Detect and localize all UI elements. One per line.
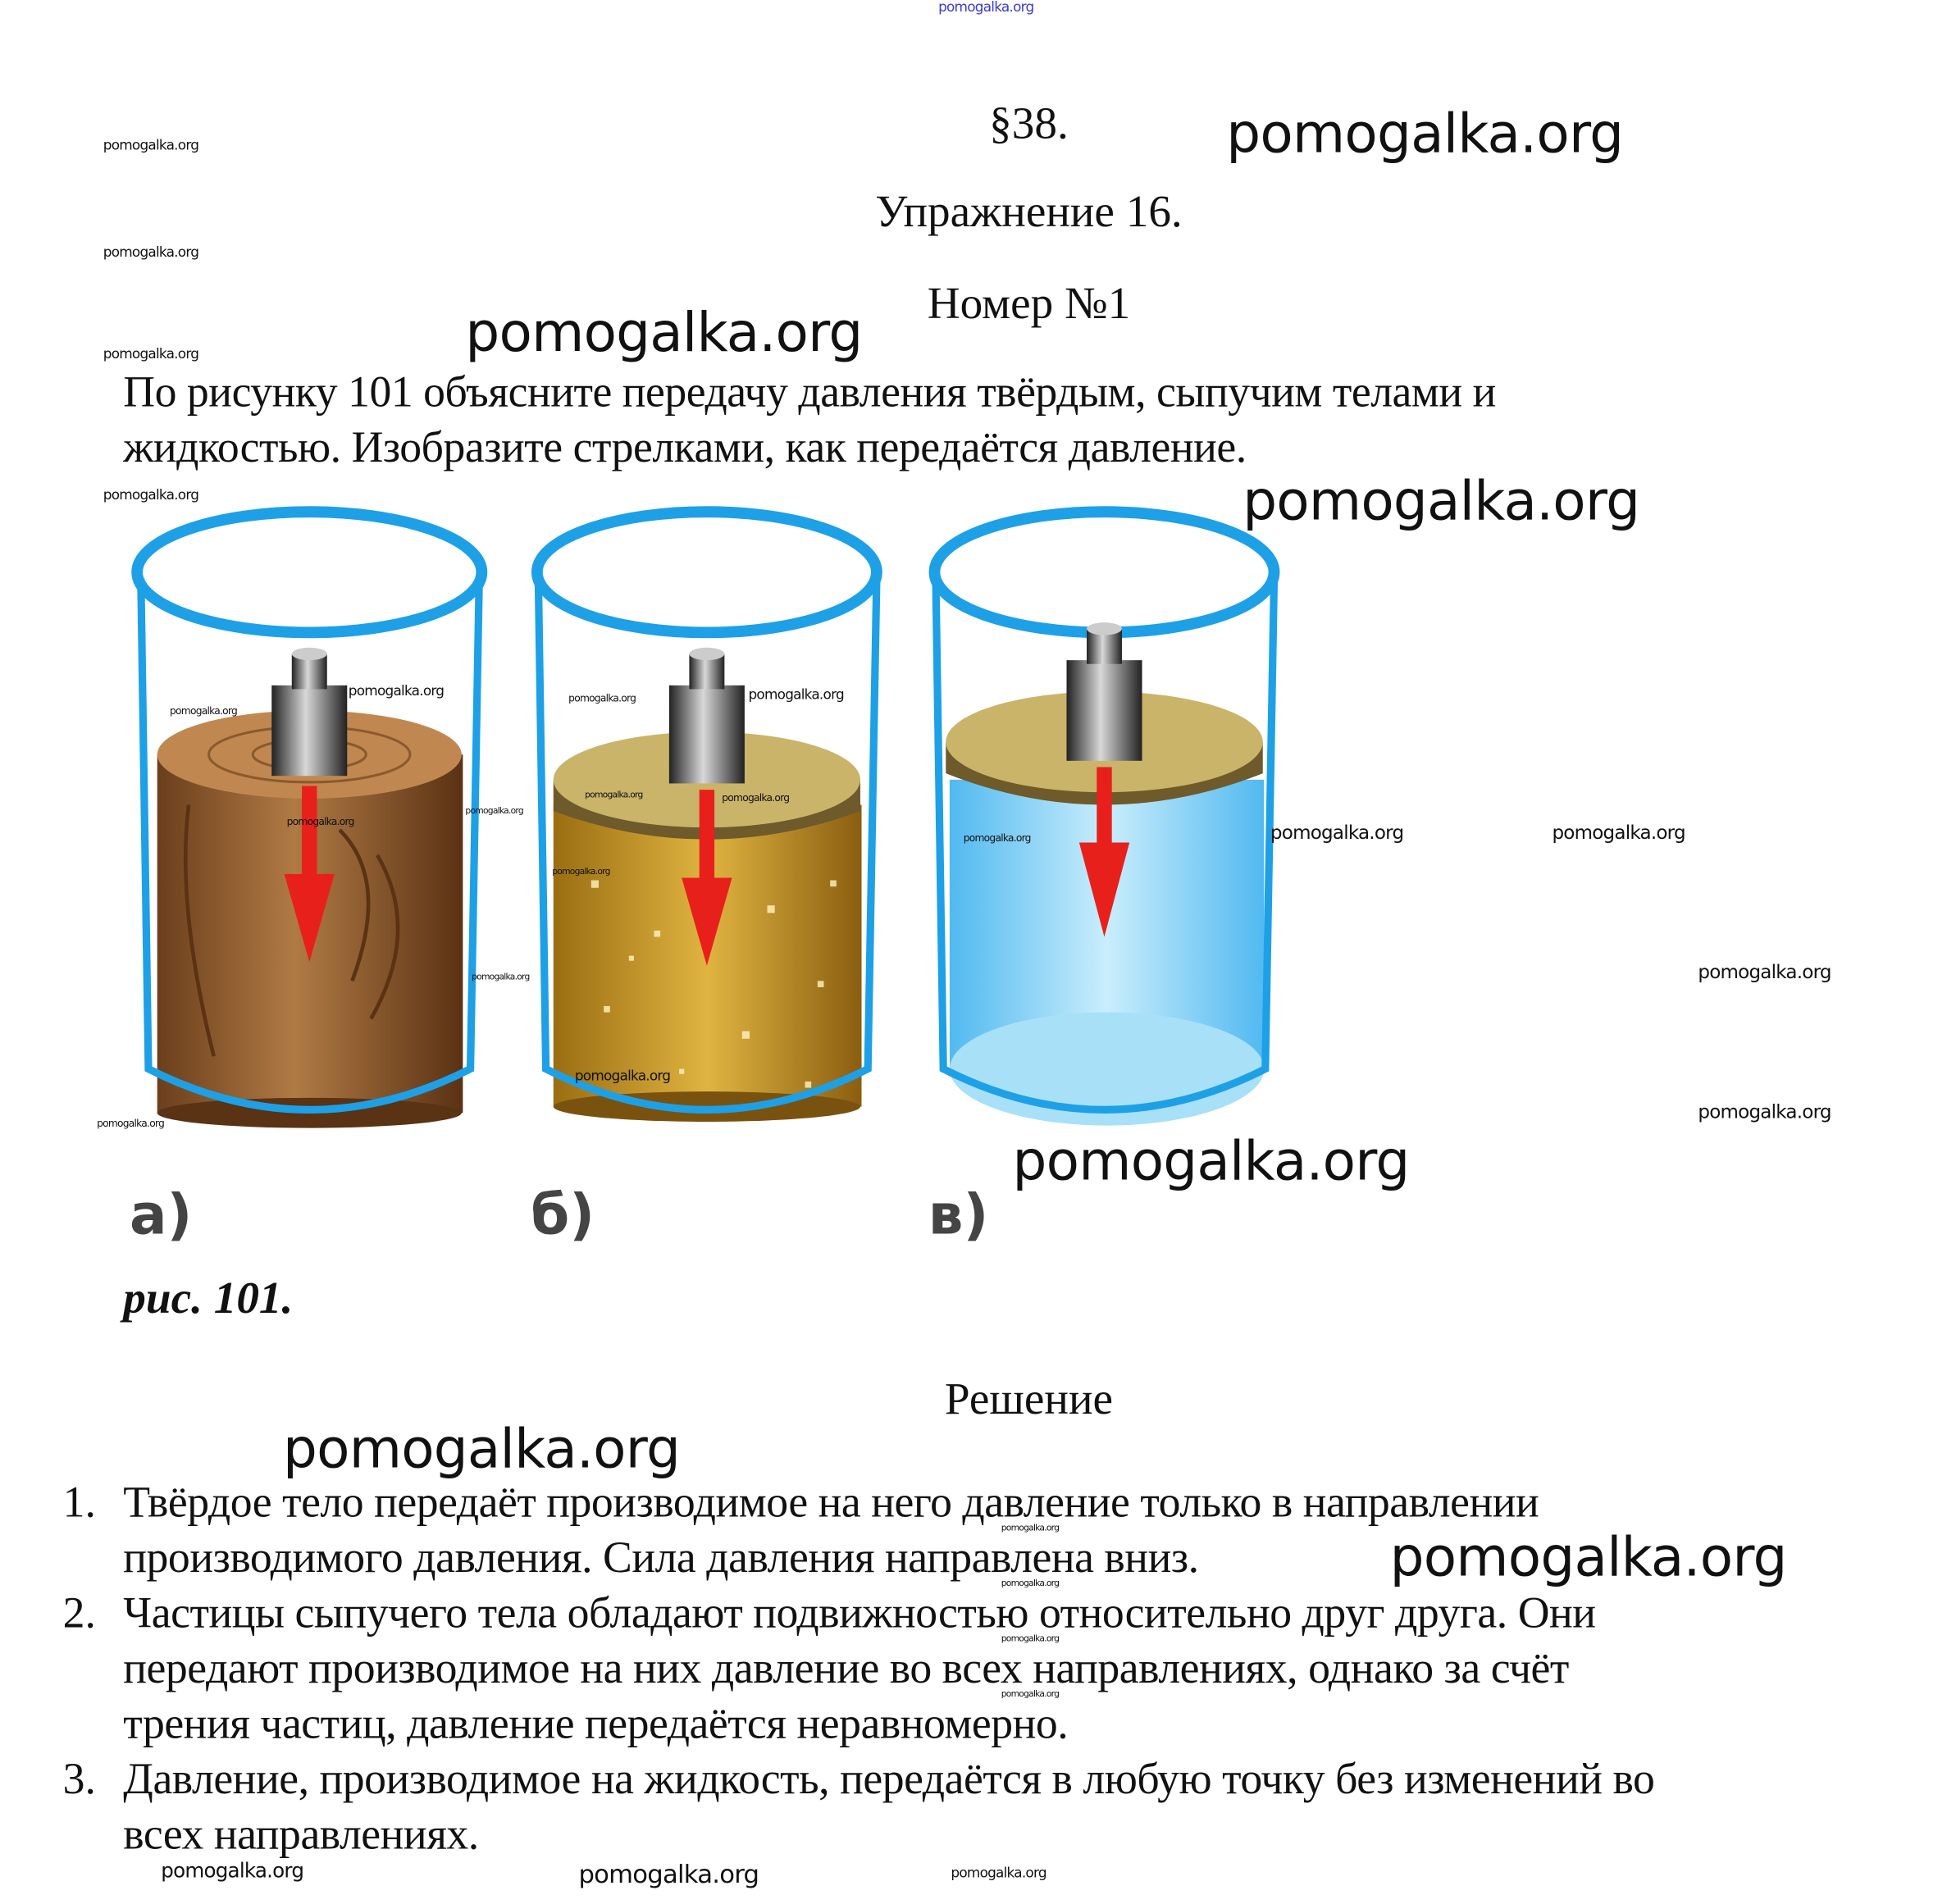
watermark: pomogalka.org: [465, 806, 523, 817]
solution-line: передают производимое на них давление во…: [123, 1643, 1569, 1693]
list-number: 1.: [62, 1477, 96, 1527]
beaker-liquid: [928, 506, 1280, 1126]
watermark: pomogalka.org: [103, 345, 199, 362]
watermark: pomogalka.org: [1001, 1523, 1060, 1533]
watermark: pomogalka.org: [1552, 821, 1685, 845]
solution-line: всех направлениях.: [123, 1809, 479, 1859]
watermark: pomogalka.org: [103, 486, 199, 503]
weight-icon: [271, 647, 348, 777]
solution-line: Твёрдое тело передаёт производимое на не…: [123, 1477, 1539, 1527]
solution-line: производимого давления. Сила давления на…: [123, 1533, 1199, 1583]
watermark: pomogalka.org: [1389, 1526, 1788, 1590]
watermark: pomogalka.org: [1012, 1130, 1411, 1194]
weight-icon: [1066, 622, 1142, 761]
watermark: pomogalka.org: [1001, 1633, 1060, 1644]
watermark: pomogalka.org: [574, 1068, 671, 1084]
solution-title: Решение: [944, 1373, 1114, 1424]
watermark: pomogalka.org: [1001, 1688, 1060, 1699]
watermark: pomogalka.org: [1698, 1100, 1831, 1123]
watermark: pomogalka.org: [348, 682, 445, 699]
list-number: 3.: [62, 1754, 96, 1804]
arrow-down-icon: [284, 786, 335, 963]
beaker-granular: [531, 506, 882, 1122]
figure-label-b: б): [531, 1183, 595, 1248]
watermark: pomogalka.org: [161, 1858, 304, 1883]
task-number: Номер №1: [927, 277, 1131, 329]
beaker-solid: [131, 506, 488, 1128]
watermark: pomogalka.org: [568, 693, 636, 704]
watermark: pomogalka.org: [97, 1118, 165, 1130]
watermark: pomogalka.org: [748, 686, 844, 704]
list-number: 2.: [62, 1587, 96, 1638]
watermark: pomogalka.org: [1698, 960, 1831, 984]
watermark: pomogalka.org: [951, 1865, 1046, 1882]
watermark: pomogalka.org: [465, 302, 863, 365]
figure-caption: рис. 101.: [123, 1273, 294, 1323]
watermark: pomogalka.org: [170, 705, 238, 717]
watermark: pomogalka.org: [103, 137, 199, 154]
watermark: pomogalka.org: [1243, 470, 1640, 534]
task-text-line: жидкостью. Изобразите стрелками, как пер…: [123, 422, 1247, 472]
watermark: pomogalka.org: [578, 1858, 759, 1889]
watermark: pomogalka.org: [1001, 1578, 1060, 1588]
solution-line: трения частиц, давление передаётся нерав…: [123, 1698, 1069, 1748]
watermark: pomogalka.org: [1226, 102, 1624, 166]
figure-label-c: в): [928, 1183, 989, 1248]
watermark: pomogalka.org: [1270, 821, 1404, 845]
watermark[interactable]: pomogalka.org: [938, 0, 1034, 16]
watermark: pomogalka.org: [283, 1418, 681, 1482]
solution-line: Давление, производимое на жидкость, пере…: [123, 1754, 1655, 1804]
arrow-down-icon: [1078, 767, 1130, 937]
arrow-down-icon: [682, 790, 732, 966]
solution-line: Частицы сыпучего тела обладают подвижнос…: [123, 1587, 1596, 1638]
section-number: §38.: [989, 98, 1069, 148]
watermark: pomogalka.org: [963, 832, 1032, 845]
watermark: pomogalka.org: [286, 816, 355, 828]
watermark: pomogalka.org: [585, 790, 643, 800]
watermark: pomogalka.org: [552, 866, 610, 877]
watermark: pomogalka.org: [103, 244, 199, 261]
exercise-title: Упражнение 16.: [875, 185, 1183, 237]
watermark: pomogalka.org: [472, 972, 530, 982]
task-text-line: По рисунку 101 объясните передачу давлен…: [123, 367, 1496, 417]
watermark: pomogalka.org: [722, 792, 790, 804]
weight-icon: [668, 647, 745, 784]
figure-label-a: а): [129, 1183, 193, 1248]
